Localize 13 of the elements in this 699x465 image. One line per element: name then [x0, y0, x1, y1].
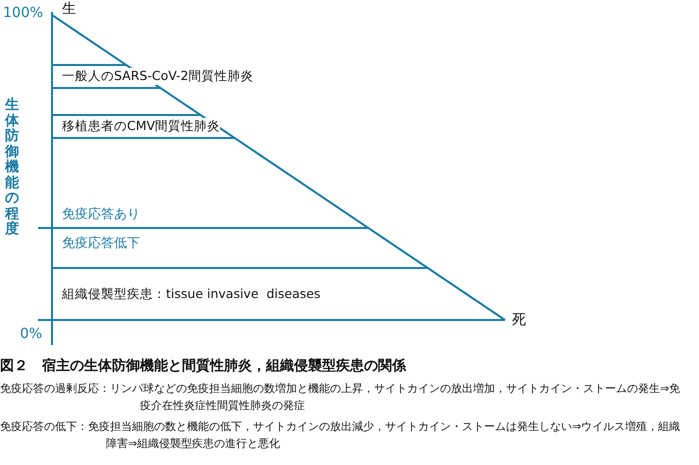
axis-tick-label: 0% [20, 326, 42, 342]
band-text: 組織侵襲型疾患：tissue invasive diseases [62, 286, 320, 303]
axis-title: 生体防御機能の程度 [5, 98, 20, 238]
axis-tick-label: 100% [3, 5, 44, 21]
figure-caption: 図２ 宿主の生体防御機能と間質性肺炎，組織侵襲型疾患の関係 [0, 357, 406, 375]
zone-label: 免疫応答低下 [62, 235, 140, 252]
note-text: 免疫応答の過剰反応：リンパ球などの免疫担当細胞の数増加と機能の上昇，サイトカインの放出増加，サイトカイン・ストームの発生⇒免疫介在性炎症性間質性肺炎の発症 [0, 381, 682, 414]
zone-label: 免疫応答あり [62, 206, 140, 223]
axis-end-label: 死 [512, 311, 526, 329]
note-text: 免疫応答の低下：免疫担当細胞の数と機能の低下，サイトカインの放出減少，サイトカイン・ストームは発生しない⇒ウイルス増殖，組織障害⇒組織侵襲型疾患の進行と悪化 [0, 419, 682, 452]
axis-end-label: 生 [62, 0, 76, 18]
band-text: 一般人のSARS-CoV-2間質性肺炎 [62, 68, 254, 85]
band-text: 移植患者のCMV間質性肺炎 [62, 118, 220, 135]
